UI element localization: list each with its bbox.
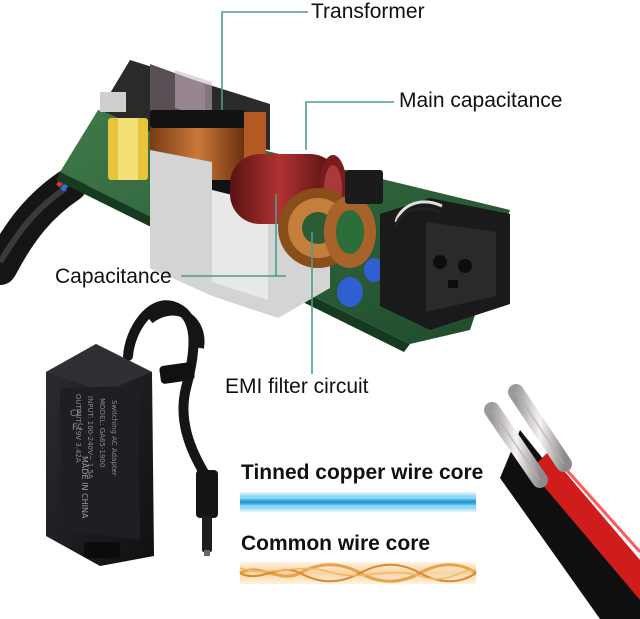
blue-capacitor (337, 277, 363, 307)
main-capacitance-label: Main capacitance (399, 89, 563, 112)
emi-filter-label: EMI filter circuit (225, 375, 369, 398)
tinned-wire-label: Tinned copper wire core (241, 461, 484, 484)
svg-text:Switching AC Adapter: Switching AC Adapter (110, 400, 118, 476)
leader-lines (181, 11, 394, 374)
transformer-label: Transformer (311, 0, 425, 23)
common-wire-label: Common wire core (241, 532, 431, 555)
made-in-label: MADE IN CHINA (80, 456, 89, 519)
ac-socket (380, 198, 510, 330)
capacitance-label: Capacitance (55, 265, 172, 288)
tinned-wire-diagram (240, 492, 476, 512)
common-wire-diagram (239, 562, 477, 584)
svg-text:INPUT: 100-240V~ 1.5A: INPUT: 100-240V~ 1.5A (86, 396, 94, 479)
svg-text:MODEL: GA65-1900: MODEL: GA65-1900 (98, 398, 106, 467)
pcb-assembly (0, 11, 510, 374)
svg-text:FC: FC (72, 423, 83, 433)
svg-text:OUTPUT: 19V 3.42A: OUTPUT: 19V 3.42A (74, 394, 82, 463)
adapter-label-panel (60, 386, 140, 540)
input-cable (0, 168, 87, 285)
svg-text:CE: CE (70, 409, 82, 419)
adapter-cable (123, 300, 211, 481)
emi-coil (278, 188, 376, 268)
power-adapter: Switching AC Adapter MODEL: GA65-1900 IN… (46, 300, 218, 566)
cable-closeup (484, 384, 640, 619)
